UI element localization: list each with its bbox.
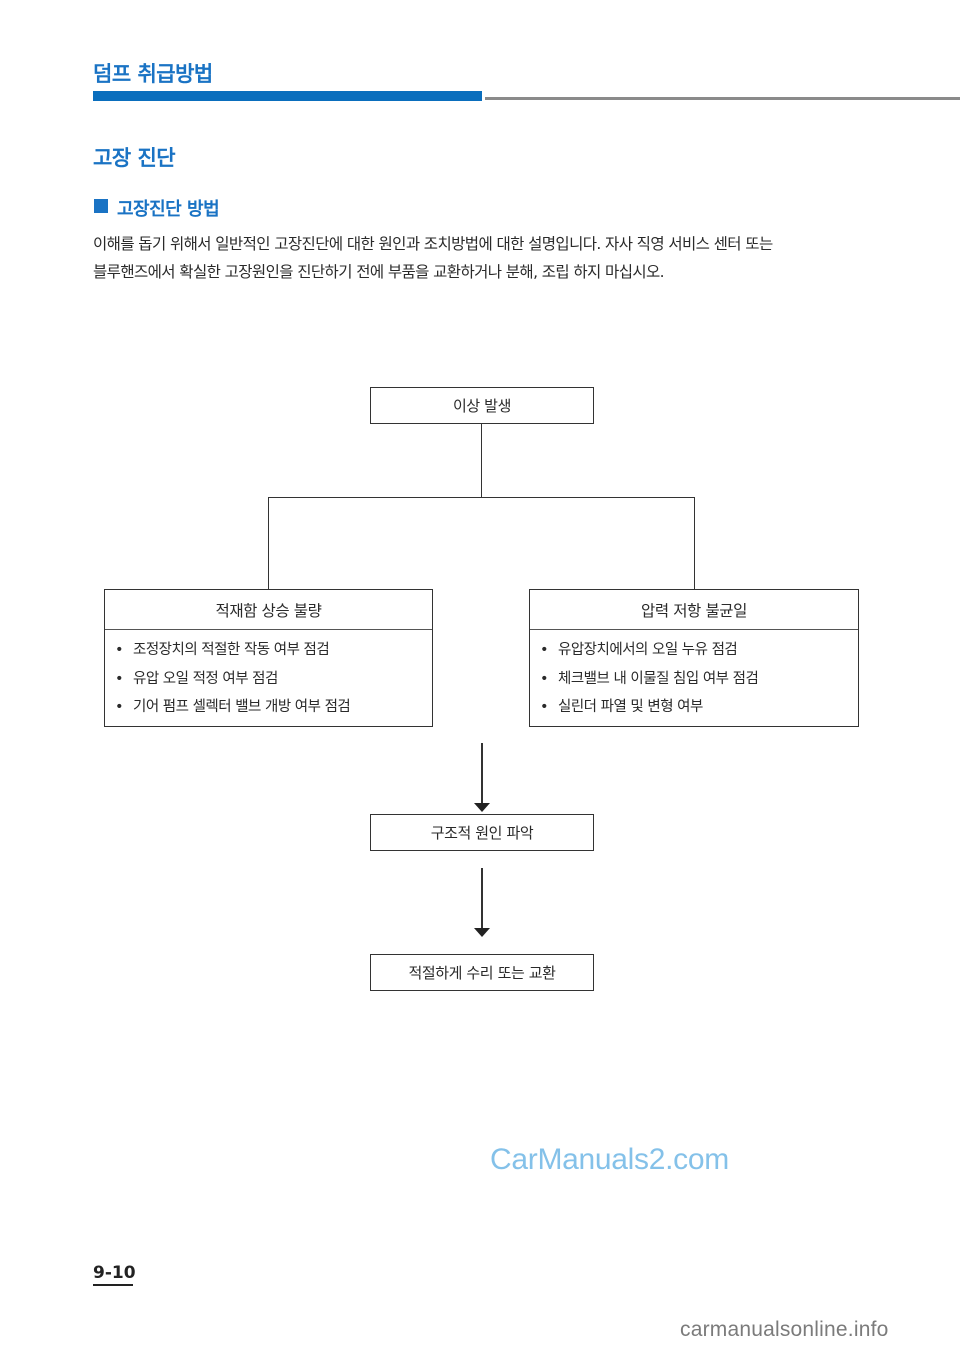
flow-box-top-label: 이상 발생 (453, 397, 511, 415)
list-item: •조정장치의 적절한 작동 여부 점검 (115, 636, 432, 665)
connector-right-drop (694, 497, 696, 589)
header-bar-blue (93, 91, 482, 101)
bullet-icon: • (540, 670, 549, 687)
chapter-title: 덤프 취급방법 (93, 62, 213, 86)
flow-box-middle-label: 구조적 원인 파악 (430, 824, 534, 842)
list-item: •기어 펌프 셀렉터 밸브 개방 여부 점검 (115, 693, 432, 722)
arrow-down-icon (474, 803, 490, 812)
flow-box-left: 적재함 상승 불량 •조정장치의 적절한 작동 여부 점검 •유압 오일 적정 … (104, 589, 433, 727)
bullet-icon: • (540, 699, 549, 715)
flow-box-left-list: •조정장치의 적절한 작동 여부 점검 •유압 오일 적정 여부 점검 •기어 … (105, 630, 432, 722)
flow-box-right: 압력 저항 불균일 •유압장치에서의 오일 누유 점검 •체크밸브 내 이물질 … (529, 589, 859, 727)
body-line-1: 이해를 돕기 위해서 일반적인 고장진단에 대한 원인과 조치방법에 대한 설명… (93, 235, 773, 253)
header-bar-gray (485, 97, 960, 100)
arrow-down-icon (474, 928, 490, 937)
bullet-icon: • (115, 642, 124, 658)
connector-vertical-top (481, 424, 483, 498)
connector-left-drop (268, 497, 270, 589)
flow-box-bottom: 적절하게 수리 또는 교환 (370, 954, 594, 991)
flow-box-middle: 구조적 원인 파악 (370, 814, 594, 851)
bullet-icon: • (115, 699, 124, 715)
subsection-title: 고장진단 방법 (117, 199, 220, 220)
flow-box-left-title: 적재함 상승 불량 (105, 590, 432, 630)
bullet-icon: • (540, 642, 549, 658)
arrow-line-1 (481, 743, 483, 803)
list-item: •체크밸브 내 이물질 침입 여부 점검 (540, 665, 858, 694)
list-item: •유압 오일 적정 여부 점검 (115, 665, 432, 694)
list-item: •실린더 파열 및 변형 여부 (540, 693, 858, 722)
page-number: 9-10 (93, 1263, 136, 1283)
watermark: CarManuals2.com (490, 1143, 729, 1176)
flow-box-right-title: 압력 저항 불균일 (530, 590, 858, 630)
flow-box-bottom-label: 적절하게 수리 또는 교환 (408, 964, 556, 982)
arrow-line-2 (481, 868, 483, 928)
square-bullet-icon (94, 199, 108, 213)
flow-box-right-list: •유압장치에서의 오일 누유 점검 •체크밸브 내 이물질 침입 여부 점검 •… (530, 630, 858, 722)
section-title: 고장 진단 (93, 146, 176, 170)
connector-horizontal (268, 497, 695, 499)
body-line-2: 블루핸즈에서 확실한 고장원인을 진단하기 전에 부품을 교환하거나 분해, 조… (93, 263, 665, 281)
list-item: •유압장치에서의 오일 누유 점검 (540, 636, 858, 665)
flow-box-top: 이상 발생 (370, 387, 594, 424)
bullet-icon: • (115, 670, 124, 687)
footer-url: carmanualsonline.info (680, 1318, 889, 1341)
page-number-underline (93, 1284, 133, 1286)
body-paragraph: 이해를 돕기 위해서 일반적인 고장진단에 대한 원인과 조치방법에 대한 설명… (93, 230, 883, 286)
